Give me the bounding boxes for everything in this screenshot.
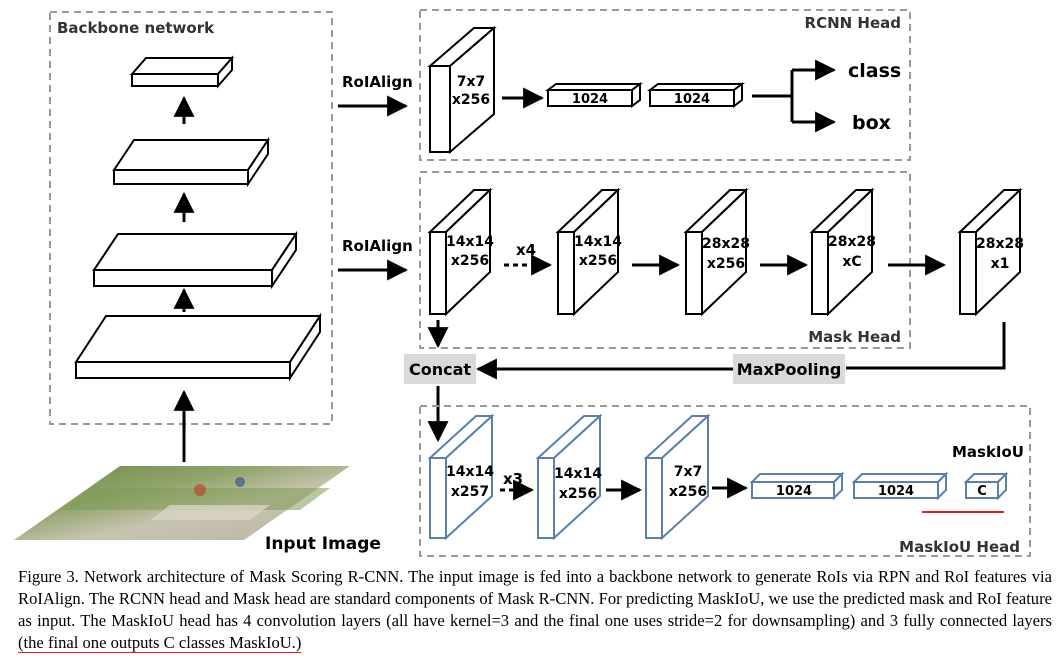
mask-block-2-channels: x256 — [579, 253, 617, 269]
backbone-title: Backbone network — [57, 19, 215, 37]
concat-label-box: Concat — [404, 354, 476, 384]
maskiou-block-3: 7x7 x256 — [643, 413, 711, 541]
backbone-layer-2 — [92, 230, 298, 290]
rcnn-fc-2: 1024 — [647, 82, 745, 108]
backbone-layer-1 — [74, 312, 322, 382]
rcnn-fc-1-label: 1024 — [572, 92, 608, 107]
roialign-label-mask: RoIAlign — [342, 237, 413, 255]
mask-head-panel: Mask Head 14x14 x256 x4 14x14 x256 28x28… — [419, 171, 911, 349]
architecture-diagram: Backbone network — [14, 9, 1031, 557]
rcnn-head-title: RCNN Head — [805, 14, 901, 32]
mask-block-4-size: 28x28 — [828, 234, 876, 250]
rcnn-fc-1: 1024 — [545, 82, 643, 108]
rcnn-class-output: class — [848, 60, 901, 82]
maskiou-fc-1: 1024 — [749, 471, 845, 501]
mask-block-5-size: 28x28 — [976, 236, 1024, 252]
maskiou-block-3-size: 7x7 — [674, 464, 703, 480]
rcnn-feature-channels: x256 — [452, 92, 490, 108]
maskiou-fc-2-label: 1024 — [878, 484, 914, 499]
rcnn-feature-block: 7x7 x256 — [427, 25, 497, 155]
figure-caption: Figure 3. Network architecture of Mask S… — [18, 566, 1052, 654]
mask-block-3-size: 28x28 — [702, 236, 750, 252]
mask-block-3-channels: x256 — [707, 256, 745, 272]
mask-block-4: 28x28 xC — [809, 187, 876, 317]
maskiou-output-box: C — [963, 471, 1009, 501]
maskiou-repeat-label: x3 — [503, 470, 523, 488]
backbone-layer-4 — [129, 55, 235, 89]
input-image — [14, 466, 350, 540]
concat-label: Concat — [409, 360, 471, 379]
rcnn-head-panel: RCNN Head 7x7 x256 1024 1024 class box — [419, 9, 911, 161]
roialign-label-rcnn: RoIAlign — [342, 73, 413, 91]
mask-to-maxpool-line — [846, 322, 1006, 370]
caption-main: Figure 3. Network architecture of Mask S… — [18, 567, 1052, 630]
mask-head-title: Mask Head — [808, 328, 901, 346]
mask-block-1-channels: x256 — [451, 253, 489, 269]
rcnn-box-output: box — [852, 112, 891, 134]
maskiou-block-2: 14x14 x256 — [535, 413, 603, 541]
maskiou-block-1-channels: x257 — [451, 484, 489, 500]
maxpool-label: MaxPooling — [737, 360, 842, 379]
maskiou-fc-2: 1024 — [851, 471, 949, 501]
maskiou-block-2-size: 14x14 — [554, 466, 602, 482]
backbone-panel: Backbone network — [49, 11, 333, 462]
input-image-label: Input Image — [265, 534, 381, 554]
mask-block-5-channels: x1 — [991, 256, 1010, 272]
mask-block-2-size: 14x14 — [574, 234, 622, 250]
mask-block-2: 14x14 x256 — [555, 187, 622, 317]
mask-block-1: 14x14 x256 — [427, 187, 494, 317]
mask-block-5: 28x28 x1 — [957, 187, 1024, 317]
maskiou-block-1: 14x14 x257 — [427, 413, 495, 541]
maskiou-output-label: C — [977, 484, 987, 499]
mask-block-4-channels: xC — [842, 254, 861, 270]
mask-block-3: 28x28 x256 — [683, 187, 750, 317]
caption-underlined: (the final one outputs C classes MaskIoU… — [18, 633, 302, 652]
maxpool-label-box: MaxPooling — [733, 354, 845, 384]
maskiou-block-1-size: 14x14 — [446, 464, 494, 480]
rcnn-feature-size: 7x7 — [457, 74, 486, 90]
maskiou-output-title: MaskIoU — [952, 443, 1024, 461]
maskiou-fc-1-label: 1024 — [776, 484, 812, 499]
maskiou-head-title: MaskIoU Head — [899, 538, 1020, 556]
mask-block-1-size: 14x14 — [446, 234, 494, 250]
maskiou-head-panel: MaskIoU Head 14x14 x257 x3 14x14 x256 7x… — [419, 405, 1031, 557]
mask-repeat-label: x4 — [516, 241, 536, 259]
rcnn-fc-2-label: 1024 — [674, 92, 710, 107]
maskiou-block-3-channels: x256 — [669, 484, 707, 500]
maskiou-block-2-channels: x256 — [559, 486, 597, 502]
backbone-layer-3 — [112, 136, 270, 188]
